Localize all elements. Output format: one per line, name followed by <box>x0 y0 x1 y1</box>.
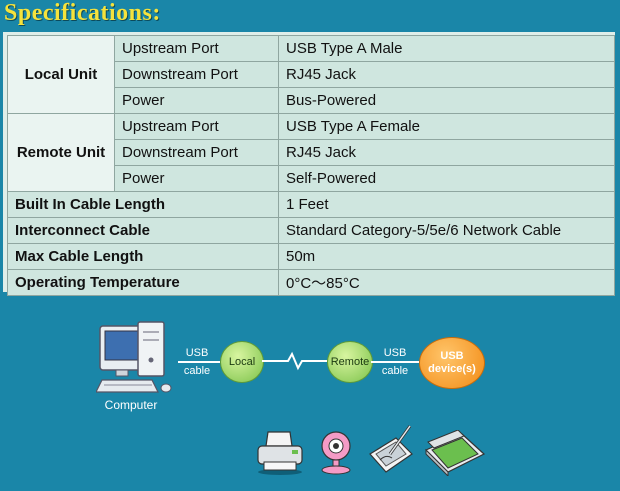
usb-cable-label-right: USB cable <box>375 347 415 378</box>
printer-icon <box>257 431 303 475</box>
spec-name: Upstream Port <box>114 113 279 140</box>
spec-value: RJ45 Jack <box>278 139 615 166</box>
cable-text: cable <box>381 365 409 377</box>
cable-line <box>371 361 419 363</box>
table-row: Power Bus-Powered <box>8 87 615 114</box>
remote-unit-label: Remote Unit <box>7 113 115 192</box>
spec-value: RJ45 Jack <box>278 61 615 88</box>
spec-name: Downstream Port <box>114 61 279 88</box>
spec-value: USB Type A Male <box>278 35 615 62</box>
remote-node: Remote <box>327 341 373 383</box>
spec-value: Self-Powered <box>278 165 615 192</box>
spec-name: Power <box>114 87 279 114</box>
spec-table: Local Unit Upstream Port USB Type A Male… <box>7 35 615 296</box>
usb-cable-label-left: USB cable <box>178 347 216 378</box>
webcam-icon <box>321 431 351 475</box>
local-node: Local <box>220 341 264 383</box>
spec-value: USB Type A Female <box>278 113 615 140</box>
table-row: Max Cable Length 50m <box>7 243 615 270</box>
spec-value: 0°C～85°C <box>278 269 615 296</box>
table-row: Remote Unit Upstream Port USB Type A Fem… <box>7 113 615 192</box>
table-row: Built In Cable Length 1 Feet <box>7 191 615 218</box>
usb-text: USB <box>185 347 209 359</box>
spec-value: Standard Category-5/5e/6 Network Cable <box>278 217 615 244</box>
local-unit-label: Local Unit <box>7 35 115 114</box>
spec-value: 50m <box>278 243 615 270</box>
spec-name: Built In Cable Length <box>7 191 279 218</box>
usb-device-label: USB <box>440 350 464 362</box>
spec-name: Operating Temperature <box>7 269 279 296</box>
table-row: Power Self-Powered <box>8 165 615 192</box>
page-title: Specifications: <box>4 0 161 26</box>
drawing-tablet-icon <box>369 425 413 473</box>
spec-name: Downstream Port <box>114 139 279 166</box>
computer-icon <box>96 321 172 393</box>
spec-name: Upstream Port <box>114 35 279 62</box>
spec-name: Max Cable Length <box>7 243 279 270</box>
network-link <box>262 351 328 371</box>
cable-text: cable <box>183 365 211 377</box>
cable-line <box>178 361 220 363</box>
local-node-label: Local <box>228 356 256 368</box>
spec-value: Bus-Powered <box>278 87 615 114</box>
table-row: Interconnect Cable Standard Category-5/5… <box>7 217 615 244</box>
usb-device-label: device(s) <box>428 363 476 375</box>
table-row: Operating Temperature 0°C～85°C <box>7 269 615 296</box>
usb-text: USB <box>383 347 407 359</box>
table-row: Local Unit Upstream Port USB Type A Male <box>7 35 615 114</box>
remote-node-label: Remote <box>330 356 370 368</box>
scanner-icon <box>424 430 486 476</box>
usb-device-node: USB device(s) <box>419 337 485 389</box>
computer-label: Computer <box>104 398 158 412</box>
spec-value: 1 Feet <box>278 191 615 218</box>
table-row: Downstream Port RJ45 Jack <box>8 139 615 166</box>
spec-name: Interconnect Cable <box>7 217 279 244</box>
spec-name: Power <box>114 165 279 192</box>
table-row: Downstream Port RJ45 Jack <box>8 61 615 88</box>
